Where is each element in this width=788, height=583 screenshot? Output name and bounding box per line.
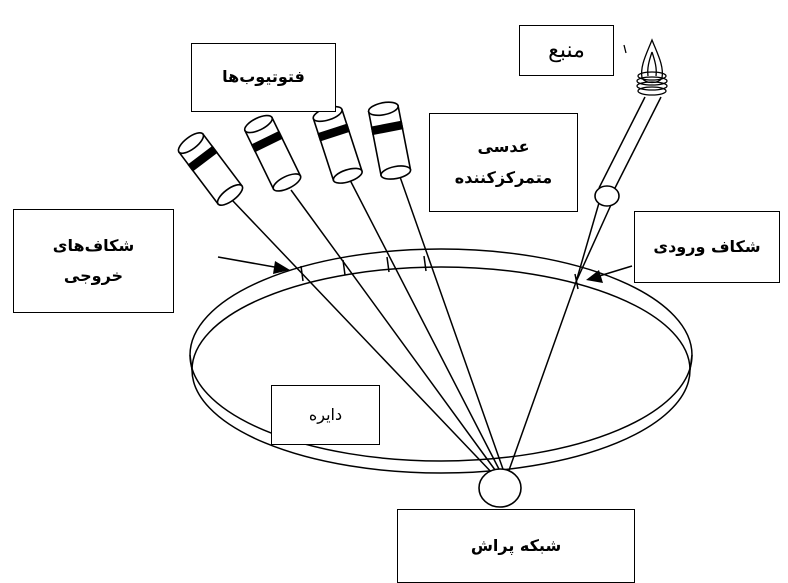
ray (507, 281, 577, 474)
ray (575, 195, 616, 283)
light-source (623, 38, 668, 96)
diffraction-grating (478, 468, 522, 508)
ray (598, 96, 646, 189)
ray (614, 96, 662, 189)
label-entrance-slit: شکاف ورودی (634, 211, 780, 283)
label-source: منبع (519, 25, 614, 76)
ray (231, 199, 496, 477)
label-circle: دایره (271, 385, 380, 445)
label-focusing-lens-line1: عدسی (477, 137, 530, 157)
label-phototubes-text: فتوتیوب‌ها (222, 67, 305, 87)
phototube-3 (312, 105, 363, 184)
exit-slit-arrow (217, 256, 281, 269)
exit-slit-mark (423, 255, 427, 272)
label-exit-slits-line1: شکاف‌های (52, 235, 135, 255)
label-circle-text: دایره (308, 404, 343, 424)
phototube-4 (367, 101, 412, 180)
label-exit-slits-line2: خروجی (63, 266, 124, 285)
ray (575, 195, 602, 283)
ray (398, 173, 505, 473)
rowland-circle-inner (191, 266, 691, 474)
label-grating-text: شبکه پراش (470, 535, 562, 555)
label-source-text: منبع (548, 37, 585, 63)
label-phototubes: فتوتیوب‌ها (191, 43, 336, 112)
phototube-2 (243, 114, 302, 192)
label-grating: شبکه پراش (397, 509, 635, 583)
label-exit-slits: شکاف‌های خروجی (13, 209, 174, 313)
label-focusing-lens: عدسی متمرکزکننده (429, 113, 578, 212)
focusing-lens (594, 185, 620, 207)
ray (349, 179, 502, 474)
label-entrance-slit-text: شکاف ورودی (653, 236, 761, 256)
label-focusing-lens-line2: متمرکزکننده (454, 167, 553, 187)
exit-slit-mark (386, 256, 390, 273)
phototube-1 (177, 132, 244, 206)
ray (290, 189, 499, 475)
entrance-slit-arrow (595, 265, 633, 278)
